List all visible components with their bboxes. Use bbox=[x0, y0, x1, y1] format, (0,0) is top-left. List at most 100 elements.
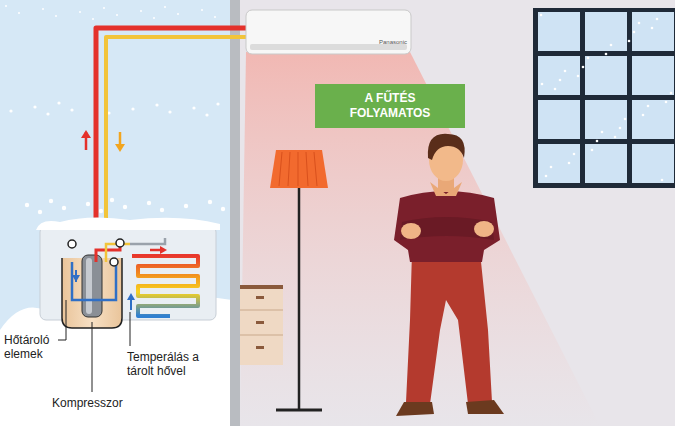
snowflake bbox=[42, 8, 44, 10]
snowflake bbox=[9, 109, 12, 112]
snowflake bbox=[573, 153, 576, 156]
snowflake bbox=[208, 200, 212, 204]
snowflake bbox=[38, 210, 42, 214]
snowflake bbox=[661, 179, 664, 182]
snowflake bbox=[647, 105, 650, 108]
snowflake bbox=[55, 15, 57, 17]
snowflake bbox=[92, 18, 94, 20]
window-pane bbox=[632, 56, 674, 95]
snowflake bbox=[79, 11, 81, 13]
snowflake bbox=[587, 57, 590, 60]
snowflake bbox=[601, 131, 604, 134]
snowflake bbox=[177, 13, 179, 15]
window-pane bbox=[632, 144, 674, 183]
snowflake bbox=[140, 10, 142, 12]
outdoor-unit bbox=[36, 217, 220, 328]
status-box: A FŰTÉS FOLYAMATOS bbox=[315, 84, 465, 128]
warm-air bbox=[240, 52, 600, 426]
leader-lines bbox=[58, 300, 130, 392]
window-pane bbox=[585, 56, 627, 95]
snowflake bbox=[550, 166, 553, 169]
indoor-unit bbox=[246, 10, 411, 54]
snowflake bbox=[642, 114, 645, 117]
snowflake bbox=[614, 136, 617, 139]
snowflake bbox=[214, 16, 216, 18]
snowflake bbox=[147, 201, 151, 205]
snowflake bbox=[99, 209, 103, 213]
snowflake bbox=[656, 18, 659, 21]
snowflake bbox=[651, 27, 654, 30]
part-label: Hőtároló elemek bbox=[4, 333, 60, 362]
snowflake bbox=[153, 17, 155, 19]
floor-lamp bbox=[270, 150, 328, 410]
snowflake bbox=[168, 110, 171, 113]
snowflake bbox=[5, 5, 7, 7]
snowflake bbox=[216, 102, 219, 105]
snowflake bbox=[540, 14, 543, 17]
side-table bbox=[240, 285, 283, 365]
snowflake bbox=[49, 199, 53, 203]
snowflake bbox=[568, 162, 571, 165]
snowflake bbox=[164, 6, 166, 8]
snowflake bbox=[201, 9, 203, 11]
snowflake bbox=[559, 79, 562, 82]
house-wall bbox=[230, 0, 240, 426]
snowflake bbox=[591, 149, 594, 152]
snowflake bbox=[70, 108, 73, 111]
snowflake bbox=[57, 101, 60, 104]
window-pane bbox=[538, 100, 580, 139]
snowflake bbox=[554, 88, 557, 91]
snowflake bbox=[624, 118, 627, 121]
window-pane bbox=[538, 56, 580, 95]
snowflake bbox=[116, 14, 118, 16]
snowflake bbox=[564, 70, 567, 73]
window-pane bbox=[632, 12, 674, 51]
snowflake bbox=[192, 106, 195, 109]
snowflake bbox=[582, 66, 585, 69]
snowflake bbox=[18, 12, 20, 14]
outdoor-sky bbox=[0, 0, 232, 426]
snowflake bbox=[123, 205, 127, 209]
snowflake bbox=[638, 22, 641, 25]
snowflake bbox=[86, 202, 90, 206]
person bbox=[394, 134, 504, 416]
compressor bbox=[82, 255, 102, 317]
snowflake bbox=[25, 203, 29, 207]
coil bbox=[132, 256, 198, 316]
snowflake bbox=[160, 208, 164, 212]
part-label: Kompresszor bbox=[52, 396, 152, 410]
snowflake bbox=[184, 204, 188, 208]
snowflake bbox=[131, 107, 134, 110]
snowflake bbox=[221, 207, 225, 211]
snowflake bbox=[33, 105, 36, 108]
window-pane bbox=[585, 144, 627, 183]
snowflake bbox=[541, 83, 544, 86]
snowflake bbox=[205, 113, 208, 116]
status-text: A FŰTÉS FOLYAMATOS bbox=[335, 91, 445, 121]
part-label: Temperálás a tárolt hővel bbox=[127, 350, 227, 379]
window-pane bbox=[632, 100, 674, 139]
snowflake bbox=[46, 112, 49, 115]
brand-logo: Panasonic bbox=[373, 39, 407, 45]
window-pane bbox=[585, 12, 627, 51]
snowflake bbox=[670, 92, 673, 95]
snowflake bbox=[62, 206, 66, 210]
snowflake bbox=[628, 40, 631, 43]
snowflake bbox=[577, 75, 580, 78]
snowflake bbox=[103, 7, 105, 9]
snowflake bbox=[665, 101, 668, 104]
snowflake bbox=[610, 44, 613, 47]
snowflake bbox=[605, 53, 608, 56]
snowflake bbox=[596, 140, 599, 143]
window-pane bbox=[538, 144, 580, 183]
snowflake bbox=[633, 31, 636, 34]
snowflake bbox=[155, 103, 158, 106]
snowflake bbox=[619, 127, 622, 130]
window-pane bbox=[585, 100, 627, 139]
room-wall bbox=[240, 0, 675, 426]
window-pane bbox=[538, 12, 580, 51]
snowflake bbox=[110, 198, 114, 202]
